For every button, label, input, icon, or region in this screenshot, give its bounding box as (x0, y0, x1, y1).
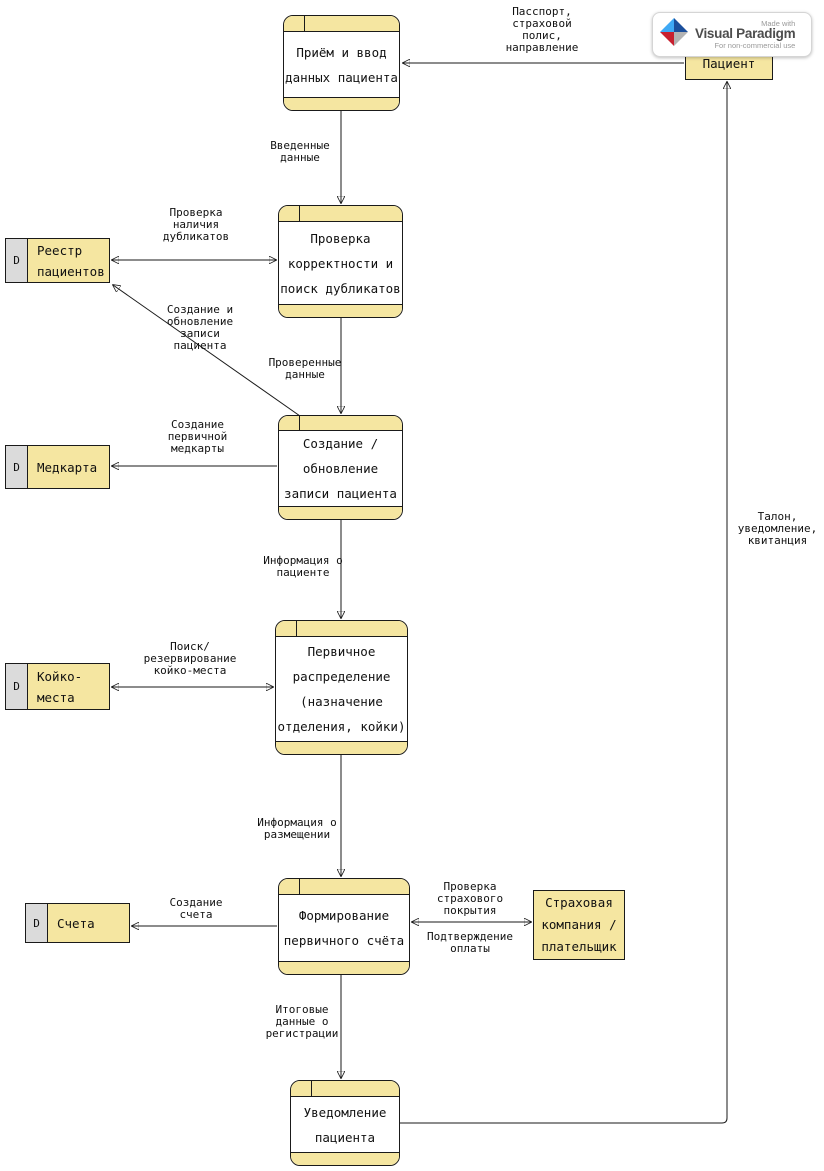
flow-line-create-update (113, 285, 301, 417)
entity-label: Страховая компания / плательщик (541, 895, 617, 954)
process-id-compartment (284, 16, 399, 32)
process-validation-duplicates[interactable]: Проверка корректности и поиск дубликатов (278, 205, 403, 318)
datastore-label: Медкарта (37, 459, 98, 475)
process-id-compartment (279, 879, 409, 895)
flow-label-dup-check[interactable]: Проверка наличия дубликатов (162, 206, 230, 243)
process-id-compartment (291, 1081, 399, 1097)
process-patient-notification[interactable]: Уведомление пациента (290, 1080, 400, 1166)
process-label: Первичное распределение (назначение отде… (277, 644, 406, 734)
flow-label-bill-create[interactable]: Создание счета (169, 896, 223, 921)
flow-label-bed-search[interactable]: Поиск/ резервирование койко-места (143, 640, 237, 677)
logo-made-with-text: Made with (761, 18, 796, 28)
process-footer-band (284, 97, 399, 110)
flow-label-patient-info[interactable]: Информация о пациенте (263, 554, 343, 579)
process-label: Создание / обновление записи пациента (284, 436, 397, 502)
process-footer-band (279, 304, 402, 317)
process-initial-invoice[interactable]: Формирование первичного счёта (278, 878, 410, 975)
datastore-id: D (6, 446, 28, 488)
visual-paradigm-logo-icon (659, 17, 689, 52)
logo-brand-text: Visual Paradigm (695, 26, 796, 42)
process-footer-band (276, 741, 407, 754)
flow-label-placement-info[interactable]: Информация о размещении (257, 816, 337, 841)
flow-label-passport[interactable]: Пасспорт, страховой полис, направление (505, 5, 579, 54)
flow-label-entered[interactable]: Введенные данные (270, 139, 330, 164)
process-create-update-record[interactable]: Создание / обновление записи пациента (278, 415, 403, 520)
process-id-compartment (279, 206, 402, 222)
datastore-label: Счета (57, 915, 95, 931)
datastore-bills[interactable]: D Счета (25, 903, 130, 943)
process-footer-band (279, 506, 402, 519)
process-label: Уведомление пациента (303, 1104, 387, 1145)
process-id-compartment (279, 416, 402, 432)
process-patient-intake[interactable]: Приём и ввод данных пациента (283, 15, 400, 111)
datastore-id: D (6, 239, 28, 282)
flow-label-verified[interactable]: Проверенные данные (268, 356, 342, 381)
entity-insurance-company[interactable]: Страховая компания / плательщик (533, 890, 625, 960)
datastore-id: D (26, 904, 48, 942)
visual-paradigm-watermark[interactable]: Made with Visual Paradigm For non-commer… (652, 12, 812, 57)
datastore-label: Реестр пациентов (37, 242, 105, 279)
datastore-id: D (6, 664, 28, 709)
datastore-beds[interactable]: D Койко- места (5, 663, 110, 710)
flow-label-insurance-check[interactable]: Проверка страхового покрытия (436, 880, 504, 917)
process-label: Формирование первичного счёта (283, 908, 405, 948)
process-label: Проверка корректности и поиск дубликатов (280, 230, 401, 296)
flow-line-ticket (400, 82, 727, 1124)
process-footer-band (291, 1152, 399, 1165)
logo-license-text: For non-commercial use (714, 40, 796, 50)
process-initial-allocation[interactable]: Первичное распределение (назначение отде… (275, 620, 408, 755)
flow-label-final-data[interactable]: Итоговые данные о регистрации (265, 1003, 339, 1040)
process-id-compartment (276, 621, 407, 637)
flow-label-ticket[interactable]: Талон, уведомление, квитанция (737, 510, 818, 547)
flow-label-medcard-create[interactable]: Создание первичной медкарты (167, 418, 228, 455)
flow-label-payment-confirm[interactable]: Подтверждение оплаты (426, 930, 514, 955)
process-label: Приём и ввод данных пациента (285, 44, 398, 85)
entity-label: Пациент (702, 56, 756, 71)
datastore-patient-registry[interactable]: D Реестр пациентов (5, 238, 110, 283)
datastore-label: Койко- места (37, 668, 83, 705)
datastore-medcard[interactable]: D Медкарта (5, 445, 110, 489)
flow-label-create-update[interactable]: Создание и обновление записи пациента (166, 303, 234, 352)
process-footer-band (279, 961, 409, 974)
